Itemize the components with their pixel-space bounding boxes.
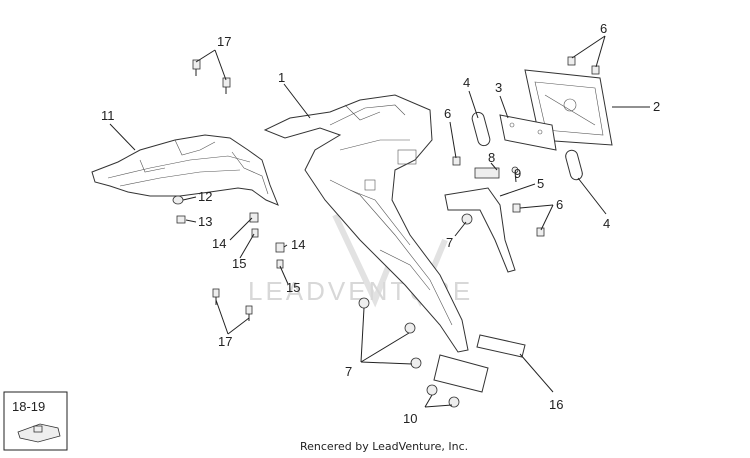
callout-17: 17 (218, 334, 232, 349)
part-14-spacers (249, 212, 285, 253)
part-6-bolts-top (567, 56, 600, 75)
callout-6: 6 (444, 106, 451, 121)
callout-4: 4 (463, 75, 470, 90)
callout-2: 2 (653, 99, 660, 114)
callout-15: 15 (286, 280, 300, 295)
part-1-plate-support (263, 94, 469, 353)
part-5-bracket (444, 187, 516, 273)
inset-box-18-19: 18-19 (3, 391, 68, 451)
part-15-bolts (251, 228, 284, 269)
part-12-spacer (172, 195, 184, 205)
callout-6: 6 (556, 197, 563, 212)
callout-14: 14 (291, 237, 305, 252)
plate-light-bracket (433, 354, 489, 393)
footer-credit: Rencered by LeadVenture, Inc. (300, 440, 468, 453)
callout-7: 7 (345, 364, 352, 379)
callout-9: 9 (514, 166, 521, 181)
part-3-bracket (499, 114, 557, 151)
callout-14: 14 (212, 236, 226, 251)
callout-8: 8 (488, 150, 495, 165)
callout-7: 7 (446, 235, 453, 250)
callout-10: 10 (403, 411, 417, 426)
part-10-nuts (426, 384, 460, 408)
part-16-reflector (476, 334, 526, 358)
callout-4: 4 (603, 216, 610, 231)
part-7-nuts (358, 213, 473, 369)
callout-12: 12 (198, 189, 212, 204)
leader-lines (109, 35, 650, 408)
part-11-undertray (91, 134, 279, 206)
callout-13: 13 (198, 214, 212, 229)
callout-6: 6 (600, 21, 607, 36)
callout-16: 16 (549, 397, 563, 412)
part-17-bolts-bottom (212, 288, 253, 321)
part-13-bolt (176, 215, 186, 224)
callout-11: 11 (101, 108, 115, 123)
inset-box-label: 18-19 (12, 399, 45, 414)
callout-1: 1 (278, 70, 285, 85)
callout-15: 15 (232, 256, 246, 271)
callout-5: 5 (537, 176, 544, 191)
callout-17: 17 (217, 34, 231, 49)
part-17-bolts-top (192, 59, 231, 94)
callout-labels: 17 1 6 2 11 4 6 3 8 9 5 6 4 12 13 14 14 … (101, 21, 660, 426)
callout-3: 3 (495, 80, 502, 95)
